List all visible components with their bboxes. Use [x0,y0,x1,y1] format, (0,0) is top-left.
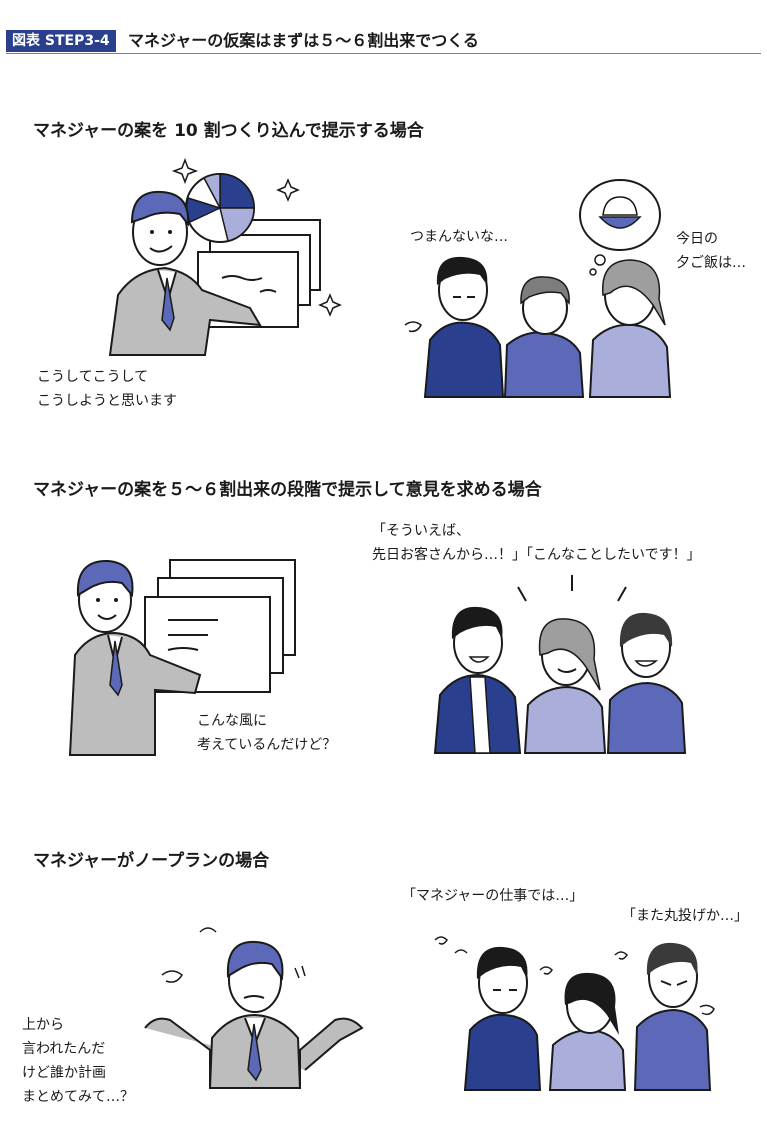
section-2-title: マネジャーの案を５〜６割出来の段階で提示して意見を求める場合 [33,480,542,500]
section-1-dinner-bubble-line-2: 夕ご飯は… [676,255,746,271]
section-1-bored-team-illustration [404,179,672,398]
section-3-manager-speech-line-4: まとめてみて…？ [22,1089,134,1105]
section-3-manager-speech-line-2: 言われたんだ [22,1041,106,1057]
figure-header: 図表 STEP3-4 マネジャーの仮案はまずは５〜６割出来でつくる [6,30,761,54]
figure-title: マネジャーの仮案はまずは５〜６割出来でつくる [128,31,479,50]
section-1-manager-speech-line-2: こうしようと思います [37,393,177,409]
section-1-dinner-bubble-line-1: 今日の [676,231,718,247]
section-2-manager-illustration [68,559,296,756]
header-divider [6,53,761,54]
section-1-manager-illustration [108,157,342,356]
figure-tag: 図表 STEP3-4 [6,30,116,52]
section-3-manager-illustration [144,927,364,1089]
section-1-manager-speech-line-1: こうしてこうして [37,369,149,385]
section-2-team-bubble-line-2: 先日お客さんから…！」「こんなことしたいです！」 [372,547,701,563]
section-3-team-bubble-2: 「また丸投げか…」 [622,908,748,924]
section-3-frustrated-team-illustration [434,936,715,1091]
section-3-title: マネジャーがノープランの場合 [33,851,270,871]
section-3-team-bubble-1: 「マネジャーの仕事では…」 [402,888,584,904]
section-2-manager-speech-line-2: 考えているんだけど？ [197,737,337,753]
section-3-manager-speech-line-3: けど誰か計画 [22,1065,106,1081]
section-2-team-bubble-line-1: 「そういえば、 [372,523,470,539]
section-1-bored-bubble: つまんないな… [410,229,508,245]
section-2-engaged-team-illustration [433,575,687,754]
section-3-manager-speech-line-1: 上から [22,1017,64,1033]
section-1-title: マネジャーの案を 10 割つくり込んで提示する場合 [33,121,424,141]
section-2-manager-speech-line-1: こんな風に [197,713,267,729]
